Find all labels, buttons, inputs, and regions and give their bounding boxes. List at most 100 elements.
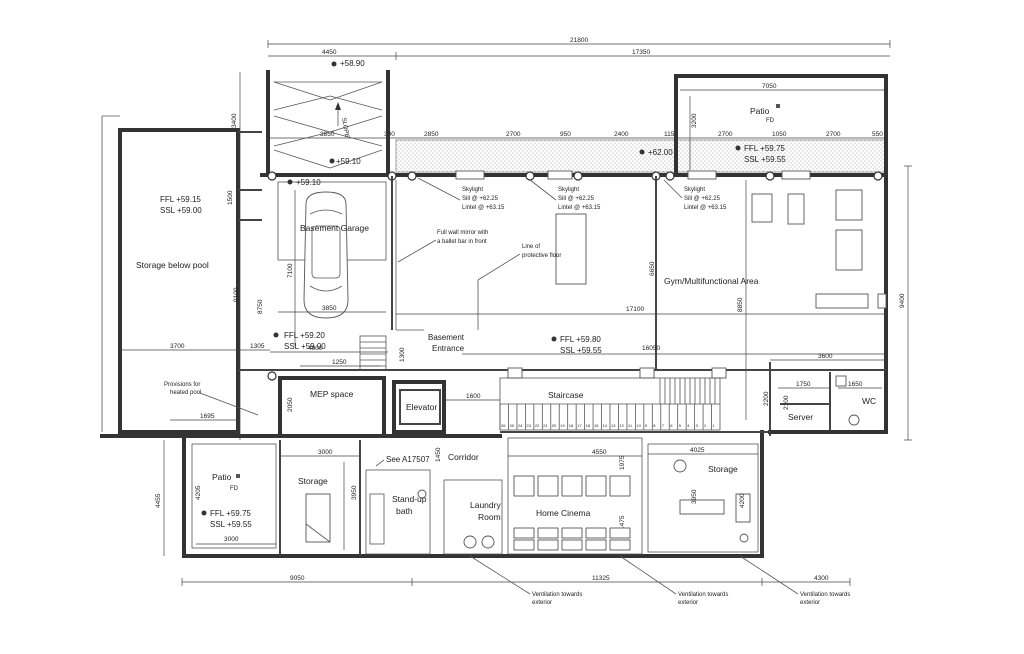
stair-number: 19 [560,423,565,428]
dim-1475: 1475 [619,515,626,530]
svg-text:Ventilation towards: Ventilation towards [532,592,582,598]
home-cinema-label: Home Cinema [536,508,591,518]
dim-9400: 9400 [899,293,906,308]
cinema-seat [561,475,583,497]
basement-entrance-line2: Entrance [432,344,465,353]
dim-4550: 4550 [592,449,607,456]
fd-top: FD [766,118,775,124]
svg-text:Ventilation towards: Ventilation towards [678,592,728,598]
level-5910: +59.10 [336,157,361,166]
patio-top: 3200 Patio FD FFL +59.75 SSL +59.55 [674,74,888,177]
dim-1975: 1975 [619,455,626,470]
ssl-5955c: SSL +59.55 [210,520,252,529]
stair-number: 5 [679,423,682,428]
dim-2200: 2200 [763,391,770,406]
dim-3950b: 3950 [691,489,698,504]
svg-text:Sill @ +62.25: Sill @ +62.25 [462,196,499,202]
patio-top-label: Patio [750,106,770,116]
storage-bottom-left: 3000 Storage 3950 [279,440,361,556]
north-wall: +62.00 [260,139,888,181]
dim-3950a: 3950 [351,485,358,500]
cinema-seat [609,539,631,551]
dim-4300: 4300 [814,575,829,582]
stair-number: 15 [594,423,599,428]
laundry: Laundry Room [443,479,503,555]
laundry-line1: Laundry [470,500,501,510]
dim-1150: 1150 [664,131,678,138]
dim-17100: 17100 [626,306,644,313]
dim-2050: 2050 [287,397,294,412]
dim-8750: 8750 [257,299,264,314]
stair-treads [499,378,716,430]
laundry-line2: Room [478,512,501,522]
svg-text:exterior: exterior [532,600,552,606]
patio-bottom: Patio FD FFL +59.75 SSL +59.55 3000 4205… [155,440,277,556]
svg-text:Ventilation towards: Ventilation towards [800,592,850,598]
dim-1050: 1050 [772,131,787,138]
dim-4450: 4450 [322,49,337,56]
dim-21800: 21800 [570,37,588,44]
stair-number: 8 [653,423,656,428]
elevator: Elevator 1600 [392,380,500,434]
cinema-seat [609,475,631,497]
cinema-seat [609,527,631,539]
storage-below-pool: Storage below pool FFL +59.15 SSL +59.00… [101,72,270,440]
dim-3850b: 3850 [322,305,337,312]
stair-number: 11 [628,423,633,428]
server-wc: 3600 1750 1650 2200 2100 Server WC [763,353,888,436]
dim-4205: 4205 [195,485,202,500]
standup-bath-line2: bath [396,506,413,516]
basement-garage: Basement Garage +59.10 7100 3850 8750 FF… [257,178,406,367]
ffl-5975: FFL +59.75 [744,144,785,153]
dim-550: 550 [872,131,883,138]
stair-number: 22 [535,423,540,428]
dim-2100: 2100 [783,395,790,410]
stair-number: 2 [704,423,707,428]
see-ref-label: See A17507 [386,455,430,464]
cinema-seat [537,527,559,539]
right-dimension: 9400 [899,165,912,441]
home-cinema: 4550 1975 1475 Home Cinema [507,437,643,555]
dim-3600: 3600 [818,353,833,360]
stair-number: 14 [603,423,608,428]
stair-number: 23 [526,423,531,428]
protective-floor-line1: Line of [522,244,540,250]
dim-7050: 7050 [762,83,777,90]
protective-floor-line2: protective floor [522,253,561,259]
dim-16050: 16050 [642,345,660,352]
dim-4900: 4900 [308,345,323,352]
dim-1600: 1600 [466,393,481,400]
slope-label: SLOPE [340,117,349,138]
ffl-5920: FFL +59.20 [284,331,325,340]
stair-number: 7 [662,423,665,428]
stair-number: 26 [501,423,506,428]
dim-2700c: 2700 [826,131,841,138]
ventilation-notes: Ventilation towards exterior Ventilation… [469,555,850,606]
stair-number: 16 [586,423,591,428]
corridor-label: Corridor [448,452,479,462]
gym-label: Gym/Multifunctional Area [664,276,759,286]
mep-space: MEP space 2050 [278,376,386,438]
stair-number: 21 [543,423,548,428]
standup-bath: Stand-up bath See A17507 1450 [365,447,442,555]
dim-1750: 1750 [796,381,811,388]
standup-bath-line1: Stand-up [392,494,427,504]
dim-2850: 2850 [424,131,439,138]
dim-7100: 7100 [287,263,294,278]
bottom-dimensions: 9050 11325 4300 [181,575,851,586]
provisions-line2: heated pool [170,390,201,396]
dim-1250: 1250 [332,359,347,366]
cinema-seat [537,475,559,497]
ssl-5955b: SSL +59.55 [560,346,602,355]
skylight-note-3: Skylight Sill @ +62.25 Lintel @ +63.15 [663,179,727,211]
staircase-label: Staircase [548,390,584,400]
stair-number: 9 [645,423,648,428]
garage-ramp: +58.90 SLOPE +59.10 [266,59,390,177]
stair-number: 3 [696,423,699,428]
dim-1305: 1305 [250,343,265,350]
dim-3000b: 3000 [224,536,239,543]
svg-text:Lintel @ +63.15: Lintel @ +63.15 [462,205,505,211]
level-5890: +58.90 [340,59,365,68]
storage-bottom-right-label: Storage [708,464,738,474]
